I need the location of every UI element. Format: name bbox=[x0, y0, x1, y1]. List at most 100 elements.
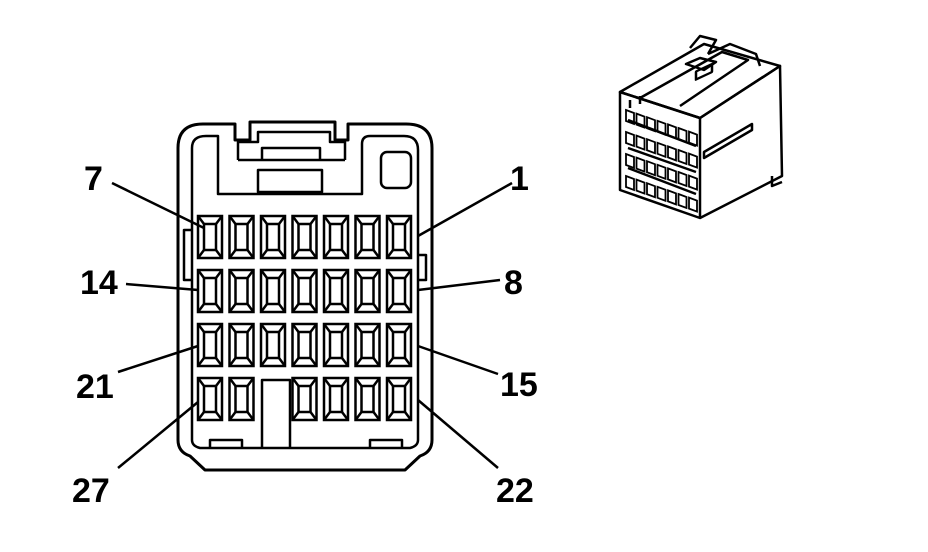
iso-cavity bbox=[656, 119, 667, 137]
iso-cavity bbox=[625, 108, 635, 126]
iso-cavity bbox=[625, 152, 635, 170]
cavity bbox=[354, 376, 381, 422]
cavity bbox=[322, 376, 350, 422]
cavity bbox=[228, 268, 255, 314]
cavity-terminal bbox=[265, 330, 281, 360]
leader-pin-8 bbox=[417, 278, 501, 292]
iso-cavity bbox=[656, 185, 667, 203]
leader-pin-14 bbox=[125, 282, 199, 292]
cavity-chamfer bbox=[228, 215, 255, 259]
cavity-terminal bbox=[328, 384, 344, 414]
cavity bbox=[385, 322, 413, 368]
cavity bbox=[385, 376, 413, 422]
iso-cavity bbox=[667, 167, 677, 184]
cavity-terminal bbox=[360, 384, 375, 414]
cavity bbox=[354, 322, 381, 368]
pin-labels: 7 1 14 8 21 15 27 22 bbox=[72, 160, 538, 510]
cavity-chamfer bbox=[323, 377, 349, 421]
cavity-terminal bbox=[360, 330, 375, 360]
cavity-outline bbox=[291, 376, 318, 422]
cavity-chamfer bbox=[354, 323, 381, 367]
cavity bbox=[259, 322, 287, 368]
cavity-chamfer bbox=[386, 377, 412, 421]
cavity-chamfer bbox=[228, 269, 255, 313]
cavity-terminal bbox=[360, 276, 375, 306]
iso-latch bbox=[639, 34, 762, 108]
cavity-outline bbox=[196, 322, 224, 368]
cavity-chamfer bbox=[354, 377, 381, 421]
cavity-terminal bbox=[202, 330, 218, 360]
cavity-outline bbox=[291, 268, 318, 314]
iso-cavity bbox=[646, 181, 656, 199]
cavity-terminal bbox=[265, 276, 281, 306]
cavity-chamfer bbox=[197, 323, 223, 367]
cavity-outline bbox=[291, 322, 318, 368]
cavity bbox=[228, 376, 255, 422]
latch-window bbox=[256, 168, 324, 194]
cavity-chamfer bbox=[291, 269, 318, 313]
connector-inner-frame bbox=[190, 134, 420, 450]
cavity-terminal bbox=[391, 330, 407, 360]
cavity-chamfer bbox=[386, 215, 412, 259]
cavity bbox=[259, 268, 287, 314]
cavity-outline bbox=[354, 376, 381, 422]
cavity-outline bbox=[385, 376, 413, 422]
leader-pin-15 bbox=[417, 344, 499, 376]
cavity-outline bbox=[322, 376, 350, 422]
cavity-chamfer bbox=[323, 269, 349, 313]
cavity-outline bbox=[385, 214, 413, 260]
cavity-outline bbox=[196, 376, 224, 422]
cavity bbox=[385, 268, 413, 314]
iso-cavity bbox=[656, 141, 667, 159]
lock-tab bbox=[379, 150, 413, 190]
iso-cavity bbox=[688, 174, 698, 191]
cavity-grid bbox=[196, 214, 413, 422]
iso-cavity bbox=[688, 152, 698, 169]
cavity-terminal bbox=[391, 222, 407, 252]
iso-cavity bbox=[667, 123, 677, 140]
cavity-chamfer bbox=[386, 269, 412, 313]
cavity-chamfer bbox=[260, 323, 286, 367]
cavity-chamfer bbox=[386, 323, 412, 367]
cavity-terminal bbox=[202, 222, 218, 252]
iso-cavity bbox=[625, 130, 635, 148]
iso-cavity bbox=[677, 170, 688, 188]
cavity-chamfer bbox=[260, 215, 286, 259]
cavity bbox=[196, 376, 224, 422]
cavity-terminal bbox=[297, 330, 312, 360]
cavity-outline bbox=[228, 268, 255, 314]
cavity-outline bbox=[354, 214, 381, 260]
cavity-outline bbox=[322, 268, 350, 314]
cavity-outline bbox=[228, 214, 255, 260]
iso-cavity bbox=[646, 115, 656, 133]
latch-detail bbox=[236, 130, 347, 162]
cavity-terminal bbox=[202, 384, 218, 414]
leader-pin-7 bbox=[111, 181, 205, 230]
iso-cavity bbox=[625, 174, 635, 192]
pin-label-8: 8 bbox=[504, 264, 523, 302]
iso-cavity bbox=[646, 137, 656, 155]
pin-label-27: 27 bbox=[72, 472, 110, 510]
cavity-terminal bbox=[234, 384, 249, 414]
cavity-outline bbox=[322, 322, 350, 368]
cavity bbox=[322, 214, 350, 260]
iso-cavity bbox=[635, 178, 646, 195]
cavity bbox=[322, 322, 350, 368]
pin-label-14: 14 bbox=[80, 264, 118, 302]
cavity-outline bbox=[322, 214, 350, 260]
cavity-chamfer bbox=[228, 377, 255, 421]
cavity-terminal bbox=[297, 276, 312, 306]
cavity-terminal bbox=[328, 222, 344, 252]
iso-cavity bbox=[635, 156, 646, 173]
cavity-terminal bbox=[391, 384, 407, 414]
pin-label-22: 22 bbox=[496, 472, 534, 510]
leader-pin-27 bbox=[117, 401, 199, 469]
cavity-terminal bbox=[297, 222, 312, 252]
cavity-outline bbox=[228, 322, 255, 368]
cavity-outline bbox=[291, 214, 318, 260]
cavity-chamfer bbox=[354, 269, 381, 313]
cavity-chamfer bbox=[323, 323, 349, 367]
iso-cavity bbox=[635, 112, 646, 129]
cavity-terminal bbox=[234, 276, 249, 306]
cavity-terminal bbox=[202, 276, 218, 306]
